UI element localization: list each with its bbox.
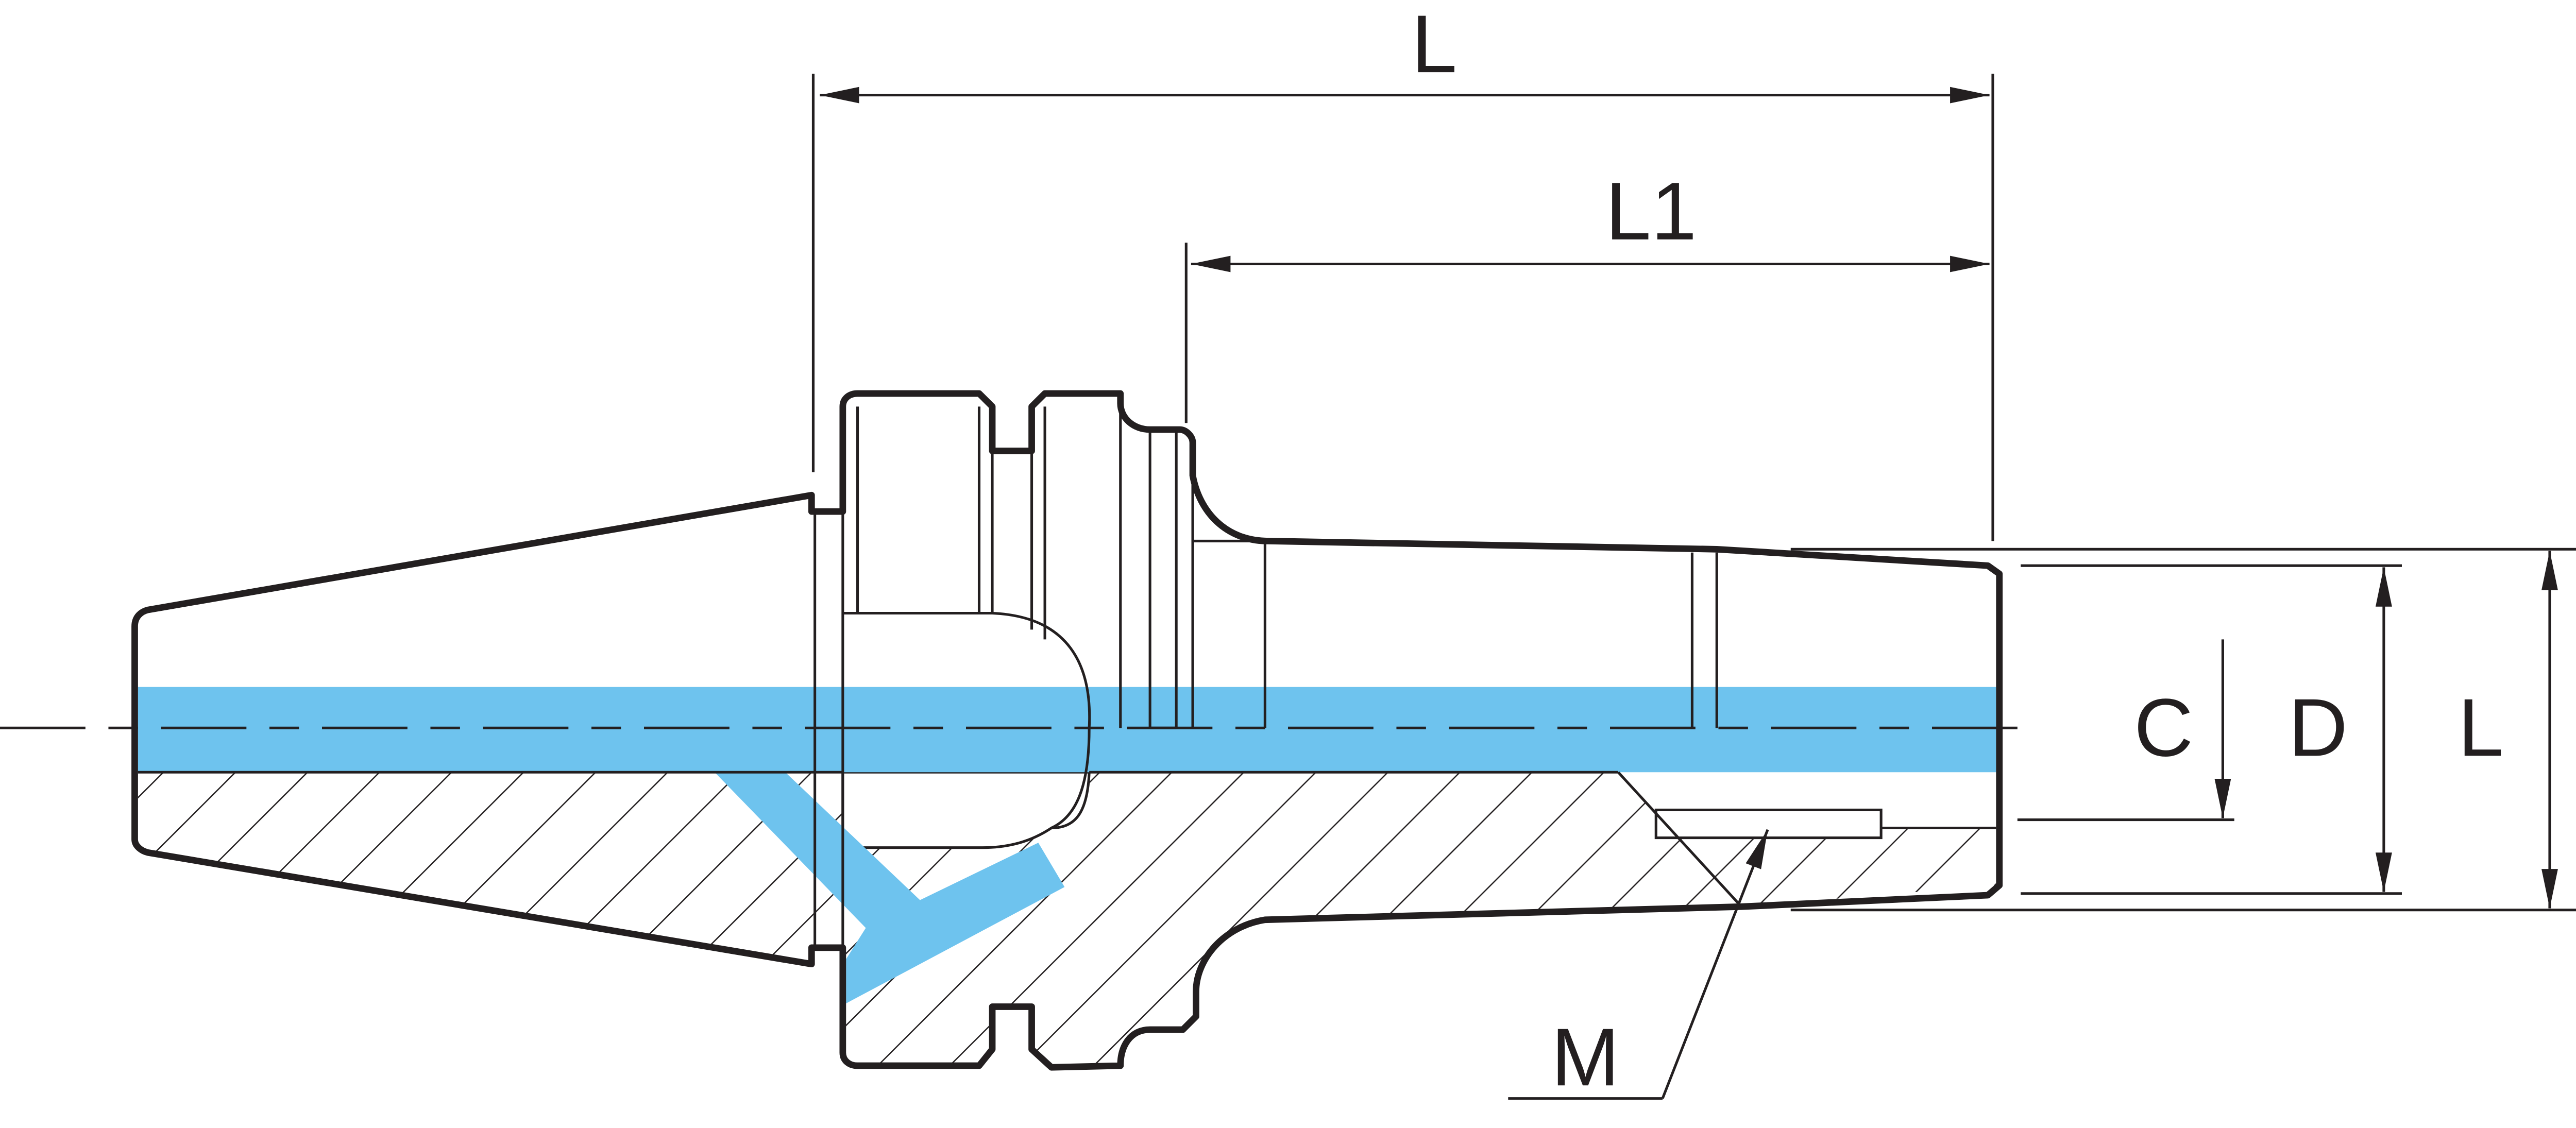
label-bore-diameter: C <box>2134 682 2193 774</box>
coolant-channel <box>138 687 1996 773</box>
label-gauge-length: L1 <box>1605 165 1697 257</box>
dimension-diameters: C D L <box>1790 548 2576 912</box>
holder-outline <box>131 390 2003 1071</box>
label-end-diameter: L <box>2458 682 2504 774</box>
cavity-upper-curve <box>842 611 1091 829</box>
thread-chamfer-line <box>1617 771 1742 908</box>
inner-lines <box>814 393 1718 948</box>
leader-arrow <box>1661 829 1769 1099</box>
label-thread: M <box>1551 1011 1620 1103</box>
label-body-diameter: D <box>2289 682 2348 774</box>
thread-leader: M <box>1508 829 1769 1103</box>
dimension-gauge-length: L1 <box>1184 165 1990 423</box>
coolant-branch <box>715 772 1065 1004</box>
thread-outline <box>1654 808 1883 840</box>
label-overall-length: L <box>1411 0 1457 90</box>
dimension-overall-length: L <box>811 0 1994 541</box>
